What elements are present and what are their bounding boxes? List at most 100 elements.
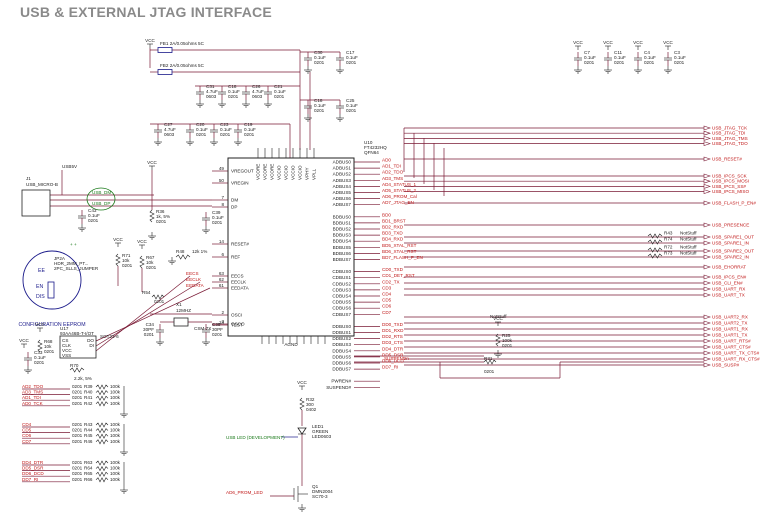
pull-net-label: CD4 <box>22 422 32 427</box>
cap-value: 0.1uF <box>228 89 240 94</box>
usb-ref: J1 <box>26 176 31 181</box>
ic-pin-number: 13 <box>219 320 225 325</box>
resistor-icon <box>495 333 501 347</box>
ic-pin-name-right: ADBUS5 <box>333 190 352 195</box>
pull-value: 100k <box>110 439 121 444</box>
net-label: BD5_XTAL_RST <box>382 243 417 248</box>
usb-highlight-circle <box>86 187 116 211</box>
output-port-label: USB_UART_CTS# <box>712 345 751 350</box>
pull-package: 0201 <box>72 428 83 433</box>
resistor-package: 0201 <box>502 343 513 348</box>
vcc-label: VCC <box>19 338 29 343</box>
net-label: AD3_TMS <box>382 176 403 181</box>
resistor-ref: R32 <box>306 397 315 402</box>
resistor-icon <box>95 433 109 439</box>
net-label: DD3_CTS <box>382 340 403 345</box>
port-arrow-icon <box>703 326 711 332</box>
resistor-ref: R70 <box>70 363 79 368</box>
resistor-value: 2.2k, 5% <box>74 376 92 381</box>
eeprom-part: 93AA46B-T-I/OT <box>60 331 94 336</box>
ic-pin-name-left: OSCI <box>231 313 242 318</box>
notstuff-label: NotStuff <box>490 314 507 319</box>
led-color: GREEN <box>312 429 328 434</box>
resistor-icon <box>139 255 145 269</box>
led-icon <box>297 427 307 435</box>
cap-ref: C43 <box>88 208 97 213</box>
pull-net-label: DD6_DCD <box>22 471 44 476</box>
cap-package: 0201 <box>584 60 595 65</box>
resistor-ref: R68 <box>44 339 53 344</box>
pull-net-label: AD3_TMS <box>22 390 43 395</box>
vcc-label: VCC <box>603 40 613 45</box>
usb-connector <box>21 189 51 217</box>
ic-pin-name-right: SUSPEND# <box>326 385 351 390</box>
pull-package: 0201 <box>72 390 83 395</box>
resistor-ref: R73 <box>664 251 673 256</box>
pull-ref: R39 <box>84 384 93 389</box>
cap-ref: C11 <box>614 50 623 55</box>
net-label: BD1_BRST <box>382 218 406 223</box>
cap-package: 0201 <box>196 132 207 137</box>
port-arrow-icon <box>703 125 711 131</box>
output-port-label: USB_UART_TX_CTS# <box>712 351 760 356</box>
port-arrow-icon <box>703 156 711 162</box>
output-port-label: USB_UART_RX_CTS# <box>712 357 760 362</box>
crystal-icon <box>173 317 189 327</box>
cap-package: 0201 <box>346 108 357 113</box>
cap-value: 0.1uF <box>346 103 358 108</box>
net-label: EECLK <box>186 277 202 282</box>
ic-pin-name-right: ADBUS1 <box>333 166 352 171</box>
ic-pin-name-right: DDBUS6 <box>332 361 351 366</box>
output-port-label: USB_UART2_TX <box>712 321 747 326</box>
ic-pin-name-right: DDBUS7 <box>332 367 351 372</box>
port-arrow-icon <box>703 338 711 344</box>
ic-pin-name-left: OSCO <box>231 322 245 327</box>
cap-ref: C17 <box>346 50 355 55</box>
ic-ground-pin-label: AGND <box>284 342 298 347</box>
output-port-label: USB_UART2_RX <box>712 315 748 320</box>
ic-pin-number: 62 <box>219 277 225 282</box>
ic-pin-name-right: ADBUS6 <box>333 196 352 201</box>
config-eeprom-title: CONFIGURATION EEPROM <box>18 322 85 328</box>
ee-label: EE <box>38 268 45 274</box>
cap-value: 0.1uF <box>244 127 256 132</box>
cap-value: 0.1uF <box>196 127 208 132</box>
ic-pin-number: 14 <box>219 239 225 244</box>
cap-value: 4.7uF <box>206 89 218 94</box>
ic-package: QFN64 <box>364 150 379 155</box>
output-port-label: USB_UART1_RX <box>712 327 748 332</box>
led-part: LED0603 <box>312 434 332 439</box>
pull-package: 0201 <box>72 466 83 471</box>
resistor-package: 0201 <box>154 299 165 304</box>
pull-value: 100k <box>110 471 121 476</box>
cap-value: 0.1uF <box>346 55 358 60</box>
cap-value: 0.1uF <box>644 55 656 60</box>
resistor-value: 10k <box>122 258 130 263</box>
ic-pin-number: 63 <box>219 271 225 276</box>
resistor-value: 10k <box>44 344 52 349</box>
vcc-label: VCC <box>663 40 673 45</box>
cap-value: 0.1uF <box>674 55 686 60</box>
pull-net-label: CD5 <box>22 428 32 433</box>
ic-pin-name-right: CDBUS3 <box>332 287 351 292</box>
resistor-icon <box>95 384 109 390</box>
port-arrow-icon <box>703 332 711 338</box>
port-arrow-icon <box>703 135 711 141</box>
ic-pin-name-top: VCCIO <box>298 165 303 180</box>
wire-layer <box>21 43 711 512</box>
ic-pin-name-left: REF <box>231 255 240 260</box>
ic-pin-name-right: BDBUS5 <box>333 245 352 250</box>
output-port-label: USB_SPARE2_IN <box>712 255 749 260</box>
usb-dp-label: USB_DP <box>92 201 110 206</box>
ic-pin-number: 6 <box>221 252 224 257</box>
ic-pin-name-left: DM <box>231 198 238 203</box>
dis-label: DIS <box>36 294 45 300</box>
eedata-wire <box>95 287 211 342</box>
resistor-ref: R25 <box>502 333 511 338</box>
ic-pin-name-left: EECLK <box>231 280 247 285</box>
ic-pin-number: 7 <box>221 195 224 200</box>
port-arrow-icon <box>703 183 711 189</box>
pull-ref: R41 <box>84 395 93 400</box>
cap-ref: C33 <box>34 350 43 355</box>
